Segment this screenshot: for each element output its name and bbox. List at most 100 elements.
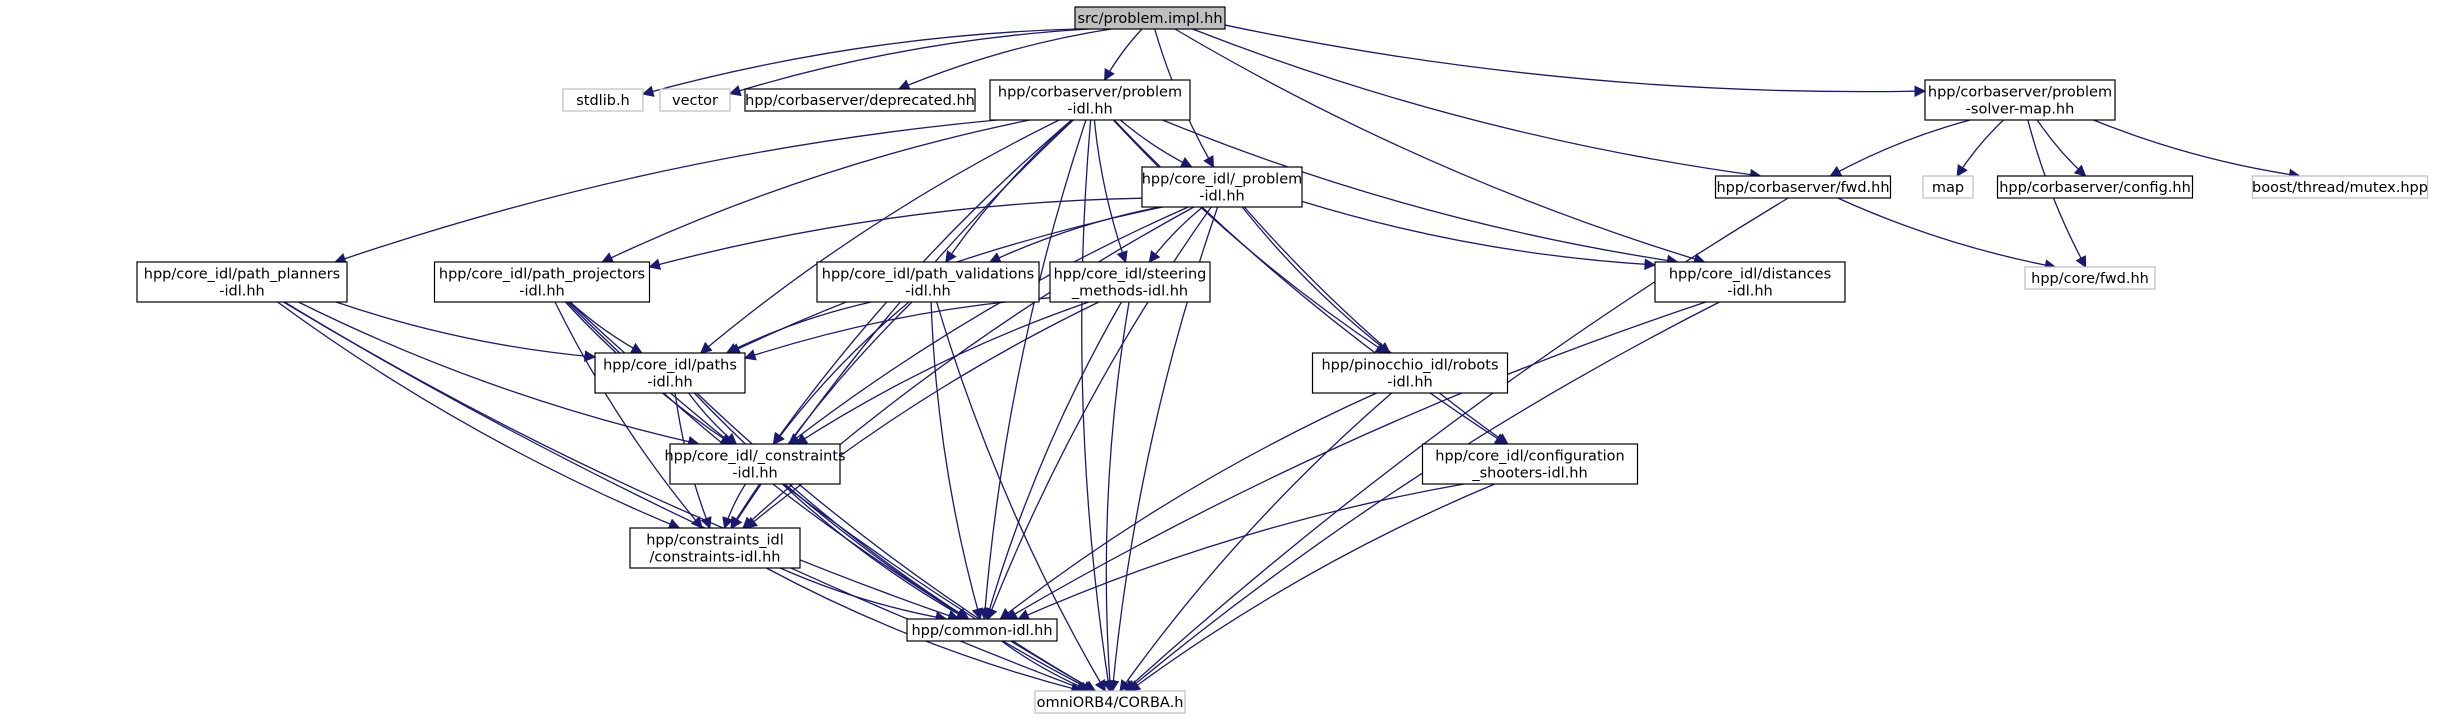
edge-steering-to-paths — [743, 297, 1051, 361]
node-projectors-box — [433, 261, 651, 303]
edge-steering-to-corba — [1103, 301, 1130, 693]
node-validations[interactable]: hpp/core_idl/path_validations-idl.hh — [816, 261, 1040, 303]
edge-fwd-to-corefwd — [1837, 197, 2057, 271]
edge-projectors-to-paths — [569, 301, 643, 354]
edge-core_problem-to-projectors — [648, 197, 1143, 270]
node-steering-label-line-0: hpp/core_idl/steering — [1054, 267, 1207, 283]
node-deprecated[interactable]: hpp/corbaserver/deprecated.hh — [744, 88, 976, 112]
node-deprecated-label-line-0: hpp/corbaserver/deprecated.hh — [745, 93, 975, 109]
node-psmap-label-line-1: -solver-map.hh — [1966, 102, 2075, 118]
node-robots[interactable]: hpp/pinocchio_idl/robots-idl.hh — [1311, 352, 1509, 394]
nodes-layer: src/problem.impl.hh stdlib.h vector hpp/cor… — [136, 6, 2429, 714]
node-core_constraints-box — [669, 443, 841, 485]
node-validations-label-line-0: hpp/core_idl/path_validations — [822, 267, 1034, 283]
node-mutex-box — [2251, 175, 2429, 199]
edge-core_problem-to-steering — [1148, 206, 1204, 263]
node-core_constraints-label-line-1: -idl.hh — [732, 466, 777, 482]
node-problem_idl-label-line-1: -idl.hh — [1067, 102, 1112, 118]
node-paths-label-line-1: -idl.hh — [647, 375, 692, 391]
node-projectors-label-line-1: -idl.hh — [519, 284, 564, 300]
edge-problem_idl-to-planners — [334, 119, 997, 265]
node-shooters-label-line-0: hpp/core_idl/configuration — [1435, 449, 1624, 465]
node-problem_idl-box — [989, 79, 1191, 121]
edge-core_problem-to-shooters — [1243, 206, 1509, 445]
node-config[interactable]: hpp/corbaserver/config.hh — [1996, 175, 2194, 199]
node-corefwd[interactable]: hpp/core/fwd.hh — [2024, 266, 2156, 290]
edge-psmap-to-config — [2036, 119, 2087, 177]
edge-core_problem-to-validations — [988, 206, 1161, 263]
node-problem_idl-label-line-0: hpp/corbaserver/problem — [998, 85, 1182, 101]
node-constraints-box — [629, 527, 801, 569]
edge-problem_idl-to-steering — [1093, 119, 1128, 264]
edge-root-to-deprecated — [897, 28, 1112, 91]
node-mutex[interactable]: boost/thread/mutex.hpp — [2251, 175, 2429, 199]
node-core_constraints-label-line-0: hpp/core_idl/_constraints — [664, 449, 845, 465]
node-shooters[interactable]: hpp/core_idl/configuration_shooters-idl.… — [1421, 443, 1639, 485]
edge-core_problem-to-robots — [1241, 206, 1391, 354]
edge-paths-to-common — [693, 392, 970, 620]
node-fwd[interactable]: hpp/corbaserver/fwd.hh — [1714, 175, 1892, 199]
edge-problem_idl-to-projectors — [601, 119, 1030, 263]
node-planners-box — [136, 261, 348, 303]
edge-psmap-to-fwd — [1829, 119, 1971, 177]
edge-projectors-to-constraints — [554, 301, 703, 529]
edge-validations-to-core_constraints — [773, 301, 910, 445]
node-shooters-label-line-1: _shooters-idl.hh — [1471, 466, 1587, 482]
node-planners-label-line-0: hpp/core_idl/path_planners — [144, 267, 340, 283]
edge-paths-to-core_constraints — [688, 392, 738, 445]
edge-steering-to-constraints — [745, 301, 1100, 529]
edge-core_constraints-to-common — [781, 483, 968, 620]
edge-psmap-to-mutex — [2093, 119, 2301, 181]
edge-robots-to-corba — [1119, 392, 1393, 692]
node-paths[interactable]: hpp/core_idl/paths-idl.hh — [594, 352, 746, 394]
edge-shooters-to-common — [1017, 483, 1465, 621]
node-constraints-label-line-1: /constraints-idl.hh — [650, 550, 781, 566]
edge-steering-to-common — [983, 301, 1123, 621]
node-config-box — [1996, 175, 2194, 199]
edge-problem_idl-to-robots — [1112, 119, 1388, 354]
node-vector[interactable]: vector — [659, 88, 731, 112]
node-projectors[interactable]: hpp/core_idl/path_projectors-idl.hh — [433, 261, 651, 303]
node-steering-box — [1049, 261, 1211, 303]
edge-planners-to-corba — [282, 301, 1089, 693]
node-map-box — [1922, 175, 1974, 199]
edge-planners-to-constraints — [277, 301, 681, 530]
node-map-label-line-0: map — [1932, 180, 1964, 196]
node-core_constraints[interactable]: hpp/core_idl/_constraints-idl.hh — [664, 443, 846, 485]
node-distances-box — [1654, 261, 1846, 303]
edge-root-to-problem_idl — [1104, 28, 1143, 82]
node-psmap[interactable]: hpp/corbaserver/problem-solver-map.hh — [1924, 79, 2116, 121]
edge-problem_idl-to-common — [979, 119, 1087, 621]
node-mutex-label-line-0: boost/thread/mutex.hpp — [2252, 180, 2428, 196]
edge-robots-to-common — [999, 392, 1377, 620]
node-steering[interactable]: hpp/core_idl/steering_methods-idl.hh — [1049, 261, 1211, 303]
node-stdlib-label-line-0: stdlib.h — [576, 93, 630, 109]
node-core_problem[interactable]: hpp/core_idl/_problem-idl.hh — [1141, 166, 1303, 208]
node-corba[interactable]: omniORB4/CORBA.h — [1034, 690, 1186, 714]
edge-validations-to-common — [930, 301, 984, 621]
node-planners[interactable]: hpp/core_idl/path_planners-idl.hh — [136, 261, 348, 303]
edge-core_problem-to-core_constraints — [787, 206, 1189, 445]
node-steering-label-line-1: _methods-idl.hh — [1071, 284, 1188, 300]
node-distances[interactable]: hpp/core_idl/distances-idl.hh — [1654, 261, 1846, 303]
node-problem_idl[interactable]: hpp/corbaserver/problem-idl.hh — [989, 79, 1191, 121]
node-common-label-line-0: hpp/common-idl.hh — [911, 623, 1052, 639]
node-validations-box — [816, 261, 1040, 303]
node-constraints-label-line-0: hpp/constraints_idl — [646, 533, 784, 549]
node-common[interactable]: hpp/common-idl.hh — [906, 618, 1058, 642]
node-core_problem-box — [1141, 166, 1303, 208]
node-robots-label-line-1: -idl.hh — [1387, 375, 1432, 391]
node-constraints[interactable]: hpp/constraints_idl/constraints-idl.hh — [629, 527, 801, 569]
node-map[interactable]: map — [1922, 175, 1974, 199]
node-config-label-line-0: hpp/corbaserver/config.hh — [1999, 180, 2191, 196]
node-psmap-label-line-0: hpp/corbaserver/problem — [1928, 85, 2112, 101]
node-stdlib[interactable]: stdlib.h — [562, 88, 644, 112]
edge-problem_idl-to-corba — [1081, 119, 1114, 693]
node-paths-label-line-0: hpp/core_idl/paths — [603, 358, 737, 374]
node-root-label-line-0: src/problem.impl.hh — [1077, 11, 1222, 27]
edge-psmap-to-map — [1956, 119, 2004, 177]
node-root[interactable]: src/problem.impl.hh — [1074, 6, 1226, 30]
edge-paths-to-corba — [696, 392, 1097, 692]
node-corefwd-box — [2024, 266, 2156, 290]
node-core_problem-label-line-1: -idl.hh — [1199, 189, 1244, 205]
